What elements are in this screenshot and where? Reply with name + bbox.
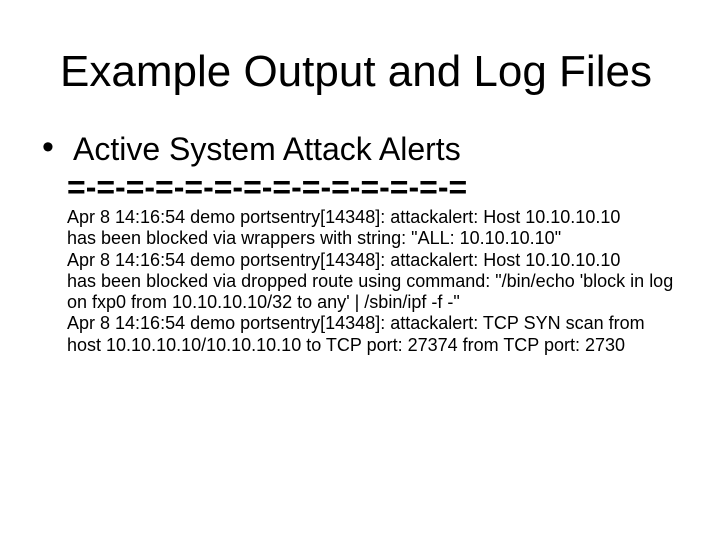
slide-title: Example Output and Log Files — [60, 47, 652, 96]
separator-line: =-=-=-=-=-=-=-=-=-=-=-=-=-= — [67, 169, 468, 205]
log-line: Apr 8 14:16:54 demo portsentry[14348]: a… — [67, 207, 621, 227]
log-line: on fxp0 from 10.10.10.10/32 to any' | /s… — [67, 292, 460, 313]
log-line: Apr 8 14:16:54 demo portsentry[14348]: a… — [67, 313, 645, 334]
bullet-marker: • — [42, 128, 54, 166]
log-line: has been blocked via wrappers with strin… — [67, 228, 562, 249]
log-line: host 10.10.10.10/10.10.10.10 to TCP port… — [67, 334, 626, 355]
log-block: Apr 8 14:16:54 demo portsentry[14348]: a… — [67, 207, 673, 356]
log-line: Apr 8 14:16:54 demo portsentry[14348]: a… — [67, 249, 621, 270]
bullet-heading: Active System Attack Alerts — [73, 131, 461, 167]
log-line: has been blocked via dropped route using… — [67, 270, 674, 291]
